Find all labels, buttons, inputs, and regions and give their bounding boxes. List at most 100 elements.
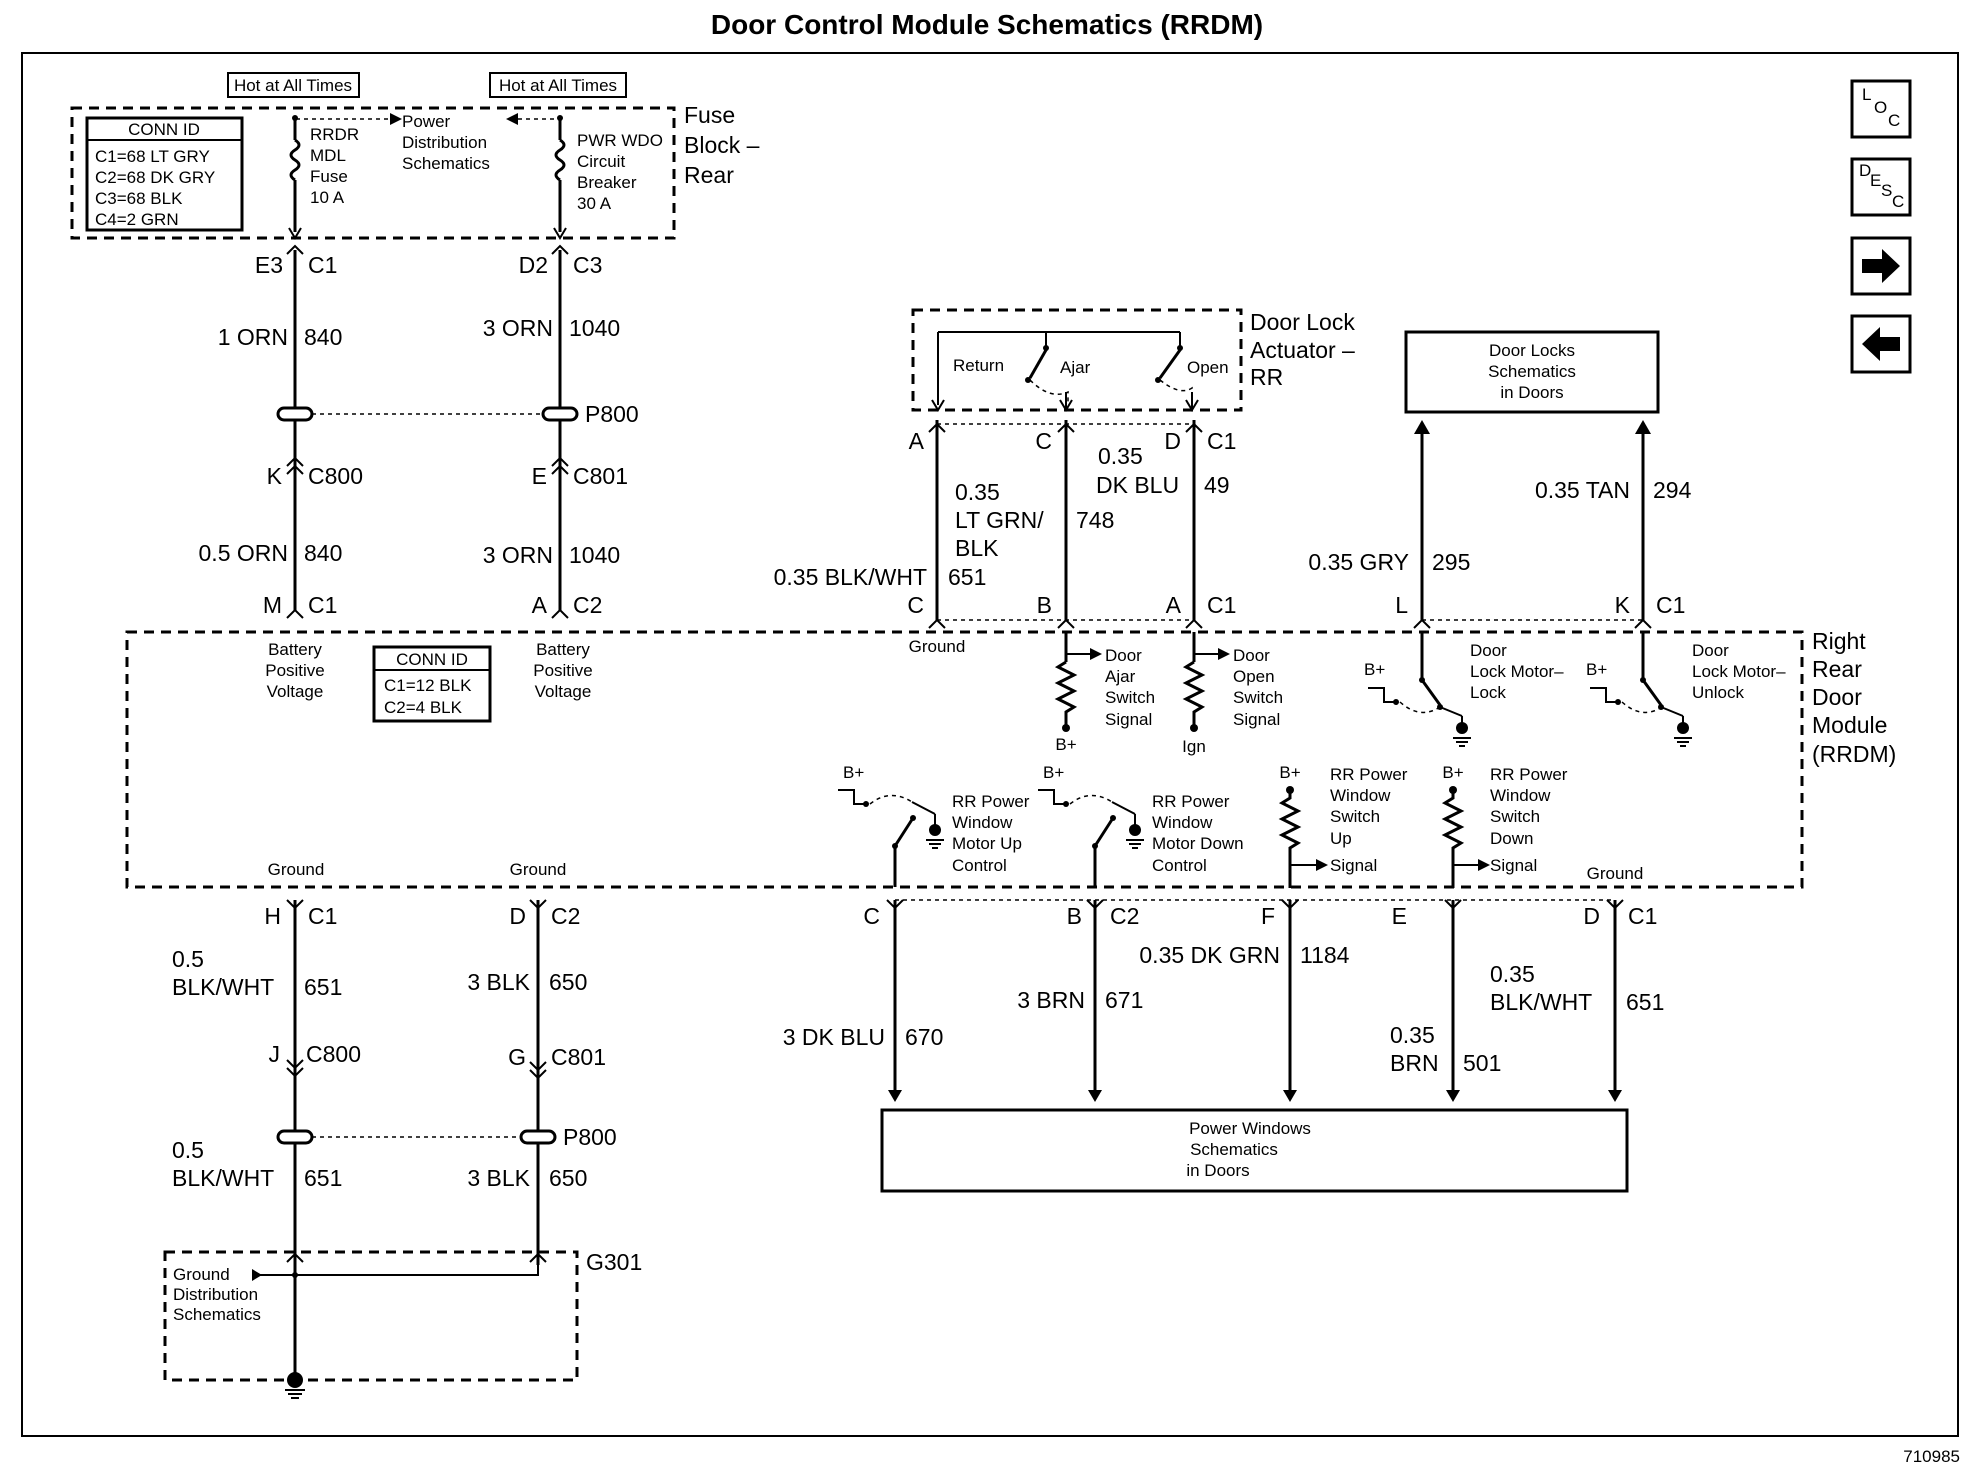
switch-down-label: Down: [1490, 829, 1533, 848]
splice-icon: [276, 406, 314, 422]
wire-color: 0.5: [172, 946, 204, 972]
desc-button[interactable]: D E S C: [1850, 157, 1912, 217]
wire-color: 0.5: [172, 1137, 204, 1163]
pin-d: D: [1583, 903, 1600, 929]
conn-c801: C801: [551, 1044, 606, 1070]
door-locks-schematics-box[interactable]: [1404, 330, 1660, 414]
conn-c1: C1: [1628, 903, 1657, 929]
ground-label: Ground: [909, 637, 966, 656]
lock-motor-unlock-label: Unlock: [1692, 683, 1744, 702]
pin-b: B: [1037, 592, 1052, 618]
switch-down-label: Signal: [1490, 856, 1537, 875]
pin-f: F: [1261, 903, 1275, 929]
wire-color: 0.35: [1098, 443, 1143, 469]
actuator-label-line: Actuator –: [1250, 337, 1355, 363]
next-arrow-button[interactable]: [1850, 236, 1912, 296]
ground-dist-label: Schematics: [173, 1305, 261, 1324]
wire-number: 671: [1105, 987, 1143, 1013]
breaker-label-line: Circuit: [577, 152, 625, 171]
breaker-label-line: 30 A: [577, 194, 612, 213]
bplus-label: B+: [1279, 763, 1300, 782]
fuse-label-line: MDL: [310, 146, 346, 165]
wire-color: 3 BLK: [467, 1165, 530, 1191]
fuse-label-line: 10 A: [310, 188, 345, 207]
pin-a: A: [909, 428, 925, 454]
switch-up-label: Signal: [1330, 856, 1377, 875]
door-open-label: Door: [1233, 646, 1270, 665]
conn-id-line: C4=2 GRN: [95, 210, 179, 229]
wire-color: BLK/WHT: [172, 974, 274, 1000]
motor-down-label: Control: [1152, 856, 1207, 875]
wire-number: 49: [1204, 472, 1230, 498]
wire-color: 3 ORN: [483, 542, 553, 568]
loc-button[interactable]: L O C: [1850, 79, 1912, 139]
wire-number: 294: [1653, 477, 1692, 503]
wire-color: 3 BRN: [1017, 987, 1085, 1013]
prev-arrow-button[interactable]: [1850, 314, 1912, 374]
arrow-left-icon: [1862, 327, 1900, 361]
pds-label-line: Power: [402, 112, 451, 131]
pin-a: A: [1166, 592, 1182, 618]
pin-h: H: [264, 903, 281, 929]
module-name-line: (RRDM): [1812, 741, 1896, 767]
wire-color: LT GRN/: [955, 507, 1044, 533]
switch-up-label: Switch: [1330, 807, 1380, 826]
battery-label-line: Positive: [265, 661, 325, 680]
splice-p800: P800: [563, 1124, 617, 1150]
left-upper-wires: E3 C1 D2 C3 1 ORN 840 3 ORN 1040 P800 K …: [199, 244, 639, 619]
pin-c: C: [1035, 428, 1052, 454]
wire-number: 651: [304, 974, 342, 1000]
ign-label: Ign: [1182, 737, 1206, 756]
wire-number: 501: [1463, 1050, 1501, 1076]
wire-number: 1040: [569, 315, 620, 341]
door-ajar-label: Signal: [1105, 710, 1152, 729]
module-name-line: Right: [1812, 628, 1866, 654]
wire-color: 0.35 BLK/WHT: [774, 564, 927, 590]
conn-c1: C1: [1207, 428, 1236, 454]
switch-up-label: Window: [1330, 786, 1391, 805]
switch-down-label: Window: [1490, 786, 1551, 805]
door-locks-box-line: in Doors: [1500, 383, 1563, 402]
switch-down-label: Switch: [1490, 807, 1540, 826]
switch-up-label: Up: [1330, 829, 1352, 848]
wire-color: 3 BLK: [467, 969, 530, 995]
conn-c800: C800: [308, 463, 363, 489]
desc-s: S: [1881, 181, 1892, 200]
wire-color: BLK/WHT: [172, 1165, 274, 1191]
lower-right-wires: C B C2 F E D C1 0.35 DK GRN 1184 0.35 BL…: [783, 899, 1664, 1193]
module-name-line: Rear: [1812, 656, 1862, 682]
wire-number: 651: [1626, 989, 1664, 1015]
door-ajar-label: Ajar: [1105, 667, 1136, 686]
bplus-label: B+: [1043, 763, 1064, 782]
resistor-icon: [1182, 660, 1206, 726]
wire-color: 0.5 ORN: [199, 540, 288, 566]
door-open-label: Signal: [1233, 710, 1280, 729]
wire-number: 651: [948, 564, 986, 590]
wire-number: 748: [1076, 507, 1114, 533]
fuse-block-label-1: Fuse: [684, 102, 735, 128]
pin-c: C: [907, 592, 924, 618]
hot-label-box-2: [489, 72, 627, 98]
conn-c1: C1: [308, 252, 337, 278]
door-ajar-label: Switch: [1105, 688, 1155, 707]
actuator-open-label: Open: [1187, 358, 1229, 377]
wire-color: 3 DK BLU: [783, 1024, 885, 1050]
ground-label: Ground: [268, 860, 325, 879]
battery-label-line: Battery: [536, 640, 590, 659]
wire-number: 840: [304, 324, 342, 350]
resistor-icon: [1441, 790, 1465, 888]
resistor-icon: [1054, 660, 1078, 726]
module-name-line: Module: [1812, 712, 1887, 738]
door-open-label: Switch: [1233, 688, 1283, 707]
lock-motor-lock-label: Door: [1470, 641, 1507, 660]
actuator-label-line: Door Lock: [1250, 309, 1355, 335]
door-open-label: Open: [1233, 667, 1275, 686]
power-windows-schematics-box[interactable]: [880, 1108, 1629, 1193]
wire-number: 840: [304, 540, 342, 566]
splice-icon: [276, 1129, 314, 1145]
conn-id-line: C2=68 DK GRY: [95, 168, 215, 187]
hot-label-1: Hot at All Times: [234, 76, 352, 95]
hot-label-box-1: [227, 72, 360, 98]
actuator-label-line: RR: [1250, 364, 1283, 390]
